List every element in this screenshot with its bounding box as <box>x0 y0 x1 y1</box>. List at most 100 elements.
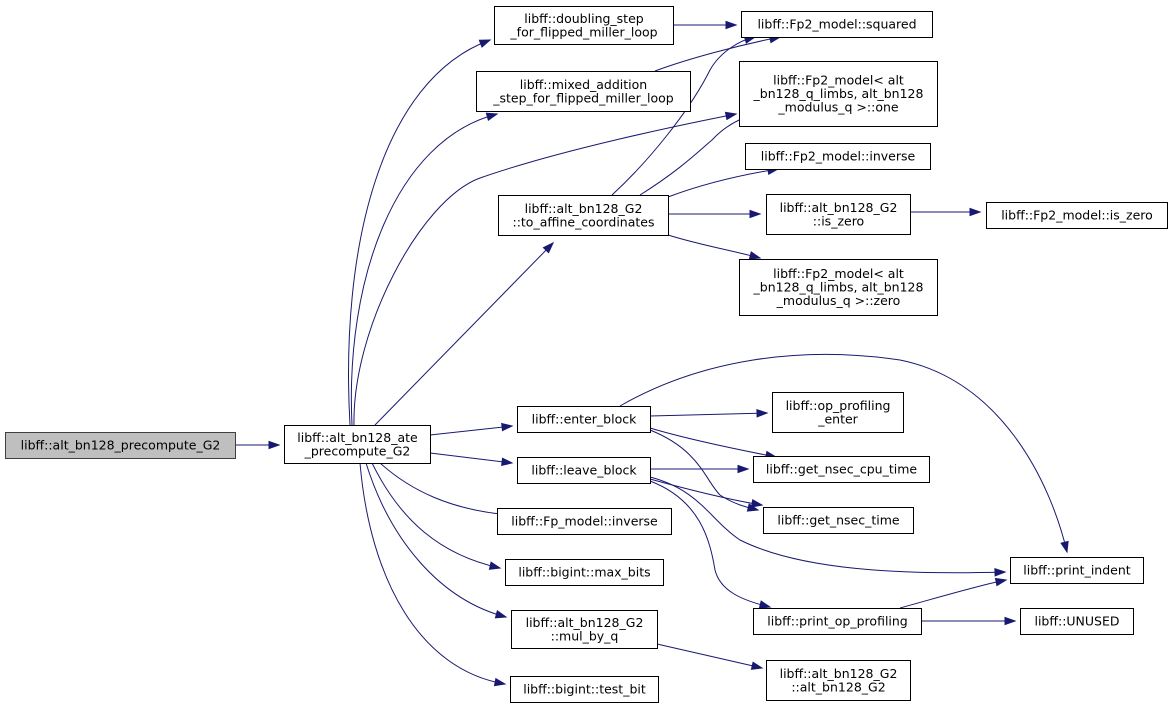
node-print_indent[interactable]: libff::print_indent <box>1010 557 1144 584</box>
node-label: _step_for_flipped_miller_loop <box>492 90 674 105</box>
node-label: ::is_zero <box>813 213 864 228</box>
node-print_op_profiling[interactable]: libff::print_op_profiling <box>753 608 922 635</box>
edge-line <box>379 462 511 516</box>
edge-ate_precompute_G2-to-mixed_addition <box>350 112 499 426</box>
edge-print_op_profiling-to-unused <box>921 616 1017 626</box>
node-fp2_is_zero[interactable]: libff::Fp2_model::is_zero <box>986 202 1168 229</box>
node-label: _bn128_q_limbs, alt_bn128 <box>753 86 924 101</box>
node-fp2_inverse[interactable]: libff::Fp2_model::inverse <box>745 143 931 170</box>
node-mul_by_q[interactable]: libff::alt_bn128_G2::mul_by_q <box>511 610 658 649</box>
node-label: libff::alt_bn128_G2 <box>780 666 898 681</box>
node-doubling_step[interactable]: libff::doubling_step_for_flipped_miller_… <box>494 6 674 45</box>
node-precompute_G2[interactable]: libff::alt_bn128_precompute_G2 <box>5 432 236 459</box>
node-fp2_squared[interactable]: libff::Fp2_model::squared <box>741 11 933 38</box>
edge-ate_precompute_G2-to-max_bits <box>371 462 502 570</box>
arrowhead-ate_precompute_G2-to-mul_by_q <box>494 610 508 619</box>
node-box <box>739 61 938 127</box>
node-label: ::alt_bn128_G2 <box>791 679 885 694</box>
arrowhead-print_op_profiling-to-print_indent <box>994 577 1008 587</box>
node-fp2_one[interactable]: libff::Fp2_model< alt_bn128_q_limbs, alt… <box>739 61 938 127</box>
node-ate_precompute_G2[interactable]: libff::alt_bn128_ate_precompute_G2 <box>284 425 431 464</box>
edge-ate_precompute_G2-to-doubling_step <box>348 39 492 426</box>
node-label: _modulus_q >::zero <box>776 293 901 308</box>
node-label: libff::bigint::max_bits <box>518 565 650 580</box>
edge-line <box>649 427 777 458</box>
arrowhead-ate_precompute_G2-to-max_bits <box>488 561 502 570</box>
edge-line <box>667 168 779 198</box>
arrowhead-ate_precompute_G2-to-leave_block <box>501 457 514 467</box>
edge-to_affine-to-fp2_one <box>639 112 758 196</box>
arrowhead-ate_precompute_G2-to-fp2_one <box>724 111 738 121</box>
node-leave_block[interactable]: libff::leave_block <box>517 457 651 484</box>
edge-mul_by_q-to-g2_ctor <box>656 643 764 670</box>
node-to_affine[interactable]: libff::alt_bn128_G2::to_affine_coordinat… <box>498 195 669 236</box>
node-label: libff::alt_bn128_ate <box>297 430 418 445</box>
edge-enter_block-to-print_indent <box>619 353 1069 554</box>
edge-line <box>654 36 781 72</box>
node-box <box>5 432 236 459</box>
edge-line <box>371 462 501 569</box>
node-label: libff::alt_bn128_G2 <box>526 615 644 630</box>
edge-line <box>649 476 1006 574</box>
edge-enter_block-to-op_profiling_enter <box>649 408 769 418</box>
arrowhead-enter_block-to-op_profiling_enter <box>756 408 769 418</box>
edge-doubling_step-to-fp2_squared <box>673 20 738 30</box>
node-box <box>772 392 904 433</box>
edge-line <box>348 39 491 426</box>
edge-line <box>649 478 763 506</box>
node-box <box>986 202 1168 229</box>
node-label: libff::UNUSED <box>1034 614 1119 629</box>
edges-layer <box>235 20 1069 687</box>
node-enter_block[interactable]: libff::enter_block <box>517 406 651 433</box>
node-label: libff::leave_block <box>531 463 637 478</box>
node-box <box>517 457 651 484</box>
arrowhead-mul_by_q-to-g2_ctor <box>750 661 764 670</box>
node-box <box>497 508 672 535</box>
edge-enter_block-to-get_nsec_cpu_time <box>649 427 778 460</box>
node-get_nsec_time[interactable]: libff::get_nsec_time <box>763 507 914 534</box>
node-label: _for_flipped_miller_loop <box>509 24 657 39</box>
node-box <box>511 610 658 649</box>
edge-line <box>429 425 513 436</box>
arrowhead-ate_precompute_G2-to-enter_block <box>501 422 514 432</box>
arrowhead-g2_is_zero-to-fp2_is_zero <box>969 207 982 217</box>
node-box <box>510 676 659 703</box>
node-box <box>1020 608 1134 635</box>
node-max_bits[interactable]: libff::bigint::max_bits <box>505 559 664 586</box>
node-mixed_addition[interactable]: libff::mixed_addition_step_for_flipped_m… <box>476 71 691 112</box>
node-g2_is_zero[interactable]: libff::alt_bn128_G2::is_zero <box>766 194 911 235</box>
edge-to_affine-to-fp2_zero <box>667 234 762 260</box>
node-test_bit[interactable]: libff::bigint::test_bit <box>510 676 659 703</box>
node-fp2_zero[interactable]: libff::Fp2_model< alt_bn128_q_limbs, alt… <box>739 259 938 316</box>
edge-ate_precompute_G2-to-enter_block <box>429 422 514 436</box>
edge-line <box>374 242 554 426</box>
arrowhead-ate_precompute_G2-to-to_affine <box>542 241 555 254</box>
node-box <box>753 608 922 635</box>
edge-leave_block-to-print_op_profiling <box>649 480 772 609</box>
node-op_profiling_enter[interactable]: libff::op_profiling_enter <box>772 392 904 433</box>
edge-line <box>350 113 498 426</box>
node-g2_ctor[interactable]: libff::alt_bn128_G2::alt_bn128_G2 <box>766 660 911 701</box>
node-get_nsec_cpu_time[interactable]: libff::get_nsec_cpu_time <box>753 456 930 483</box>
node-label: libff::Fp2_model< alt <box>773 73 904 88</box>
node-label: libff::Fp2_model::squared <box>757 17 916 32</box>
edge-line <box>359 462 506 685</box>
node-fp_inverse[interactable]: libff::Fp_model::inverse <box>497 508 672 535</box>
node-label: ::mul_by_q <box>551 628 619 643</box>
node-label: _enter <box>817 411 858 426</box>
node-label: libff::get_nsec_time <box>777 513 899 528</box>
node-label: libff::bigint::test_bit <box>523 682 646 697</box>
node-label: libff::Fp2_model< alt <box>773 266 904 281</box>
node-unused[interactable]: libff::UNUSED <box>1020 608 1134 635</box>
edge-leave_block-to-get_nsec_time <box>649 478 764 508</box>
node-box <box>498 195 669 236</box>
node-box <box>1010 557 1144 584</box>
node-label: libff::print_indent <box>1023 563 1130 578</box>
edge-precompute_G2-to-ate_precompute_G2 <box>235 440 281 450</box>
edge-line <box>353 113 737 426</box>
node-box <box>741 11 933 38</box>
arrowhead-to_affine-to-fp2_zero <box>748 251 762 260</box>
arrowhead-leave_block-to-get_nsec_time <box>750 499 764 508</box>
arrowhead-leave_block-to-get_nsec_cpu_time <box>737 464 750 474</box>
